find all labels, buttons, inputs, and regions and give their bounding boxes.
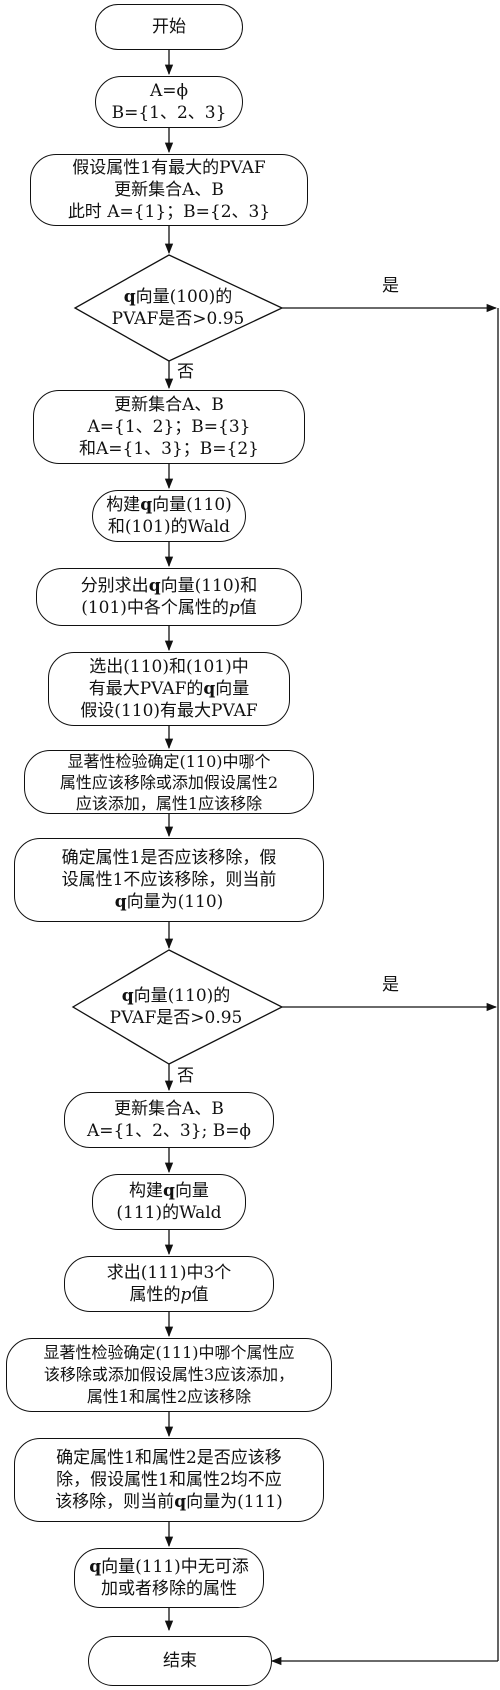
test2-line-1: 显著性检验确定(110)中哪个 (67, 751, 271, 771)
update3-line-1: 更新集合A、B (114, 1099, 224, 1119)
end-label: 结束 (163, 1651, 197, 1671)
yes-label-2: 是 (382, 975, 399, 995)
no-label-1: 否 (177, 362, 194, 382)
pvals2-post: 向量(110)和 (160, 576, 258, 596)
pvals2-pre: 分别求出 (80, 576, 149, 596)
no-change-step: q向量(111)中无可添 加或者移除的属性 (74, 1548, 264, 1608)
confirm2-line-1: 确定属性1和属性2是否应该移 (56, 1448, 282, 1468)
build2-line-2: 和(101)的Wald (107, 517, 231, 537)
test2-line-2: 属性应该移除或添加假设属性2 (59, 772, 279, 792)
compute-pvalues-3-step: 求出(111)中3个 属性的p值 (64, 1256, 274, 1312)
select-line2-pre: 有最大PVAF的 (88, 679, 204, 699)
decision-2-line-2: PVAF是否>0.95 (109, 1008, 243, 1028)
confirm2-q: q (174, 1492, 187, 1512)
pvals2-line2-post: 值 (239, 598, 257, 618)
update2-line-2: A={1、2}；B={3} (87, 417, 251, 437)
update2-line-1: 更新集合A、B (114, 395, 224, 415)
build2-post: 向量(110) (152, 495, 232, 515)
confirm1-line-1: 确定属性1是否应该移除，假 (61, 848, 277, 868)
confirm1-line-2: 设属性1不应该移除，则当前 (61, 870, 277, 890)
confirm-attribute1-step: 确定属性1是否应该移除，假 设属性1不应该移除，则当前 q向量为(110) (14, 838, 324, 922)
build3-pre: 构建 (129, 1181, 164, 1201)
decision-2-line-1: 向量(110)的 (133, 986, 231, 1006)
update2-line-3: 和A={1、3}；B={2} (79, 439, 259, 459)
pvals3-line-1: 求出(111)中3个 (106, 1263, 232, 1283)
pvals2-p: p (228, 598, 240, 618)
assume-line-1: 假设属性1有最大的PVAF (72, 158, 266, 178)
significance-test-110-step: 显著性检验确定(110)中哪个 属性应该移除或添加假设属性2 应该添加，属性1应… (24, 750, 314, 814)
select-line2-post: 向量 (215, 679, 250, 699)
test2-line-3: 应该添加，属性1应该移除 (75, 793, 263, 813)
decision-2-text: q向量(110)的 PVAF是否>0.95 (88, 985, 264, 1029)
assume-line-2: 更新集合A、B (114, 180, 224, 200)
init-line-2: B={1、2、3} (111, 103, 227, 123)
pvals3-line2-pre: 属性的 (129, 1285, 181, 1305)
build-wald-110-101-step: 构建q向量(110) 和(101)的Wald (92, 490, 246, 542)
pvals2-line2-pre: (101)中各个属性的 (81, 598, 229, 618)
decision-1-text: q向量(100)的 PVAF是否>0.95 (90, 286, 266, 330)
confirm2-line3-pre: 该移除，则当前 (55, 1492, 175, 1512)
pvals3-line2-post: 值 (191, 1285, 209, 1305)
final-q: q (89, 1557, 102, 1577)
init-sets-step: A=ϕ B={1、2、3} (95, 76, 243, 128)
build3-line-2: (111)的Wald (116, 1203, 222, 1223)
compute-pvalues-2-step: 分别求出q向量(110)和 (101)中各个属性的p值 (36, 568, 302, 626)
decision-2-q: q (121, 986, 134, 1006)
start-terminal: 开始 (95, 4, 243, 50)
update-sets-2-step: 更新集合A、B A={1、2}；B={3} 和A={1、3}；B={2} (33, 390, 305, 464)
decision-1-line-2: PVAF是否>0.95 (111, 309, 245, 329)
test3-line-3: 属性1和属性2应该移除 (86, 1387, 252, 1406)
build-wald-111-step: 构建q向量 (111)的Wald (92, 1174, 246, 1230)
pvals2-q: q (148, 576, 161, 596)
pvals3-p: p (180, 1285, 192, 1305)
update-sets-3-step: 更新集合A、B A={1、2、3}; B=ϕ (64, 1092, 274, 1148)
assume-attribute1-step: 假设属性1有最大的PVAF 更新集合A、B 此时 A={1}；B={2、3} (30, 154, 308, 226)
decision-1-q: q (123, 287, 136, 307)
end-terminal: 结束 (88, 1636, 272, 1686)
build2-q: q (140, 495, 153, 515)
update3-line-2: A={1、2、3}; B=ϕ (86, 1121, 252, 1141)
confirm2-line3-post: 向量为(111) (186, 1492, 283, 1512)
init-line-1: A=ϕ (149, 81, 189, 101)
final-line-1: 向量(111)中无可添 (101, 1557, 249, 1577)
select-line-1: 选出(110)和(101)中 (89, 657, 249, 677)
start-label: 开始 (152, 17, 186, 37)
build2-pre: 构建 (106, 495, 141, 515)
confirm2-line-2: 除，假设属性1和属性2均不应 (56, 1470, 282, 1490)
yes-label-1: 是 (382, 276, 399, 296)
no-label-2: 否 (177, 1066, 194, 1086)
significance-test-111-step: 显著性检验确定(111)中哪个属性应 该移除或添加假设属性3应该添加， 属性1和… (6, 1338, 332, 1412)
confirm1-q: q (114, 892, 127, 912)
select-line-3: 假设(110)有最大PVAF (80, 701, 258, 721)
build3-post: 向量 (174, 1181, 209, 1201)
select-q: q (203, 679, 216, 699)
select-max-pvaf-step: 选出(110)和(101)中 有最大PVAF的q向量 假设(110)有最大PVA… (48, 652, 290, 726)
test3-line-1: 显著性检验确定(111)中哪个属性应 (43, 1343, 295, 1362)
final-line-2: 加或者移除的属性 (101, 1579, 237, 1599)
build3-q: q (163, 1181, 175, 1201)
assume-line-3: 此时 A={1}；B={2、3} (67, 202, 271, 222)
decision-1-line-1: 向量(100)的 (135, 287, 233, 307)
confirm1-line3-post: 向量为(110) (126, 892, 224, 912)
confirm-attribute1-2-step: 确定属性1和属性2是否应该移 除，假设属性1和属性2均不应 该移除，则当前q向量… (14, 1438, 324, 1522)
test3-line-2: 该移除或添加假设属性3应该添加， (43, 1365, 295, 1384)
